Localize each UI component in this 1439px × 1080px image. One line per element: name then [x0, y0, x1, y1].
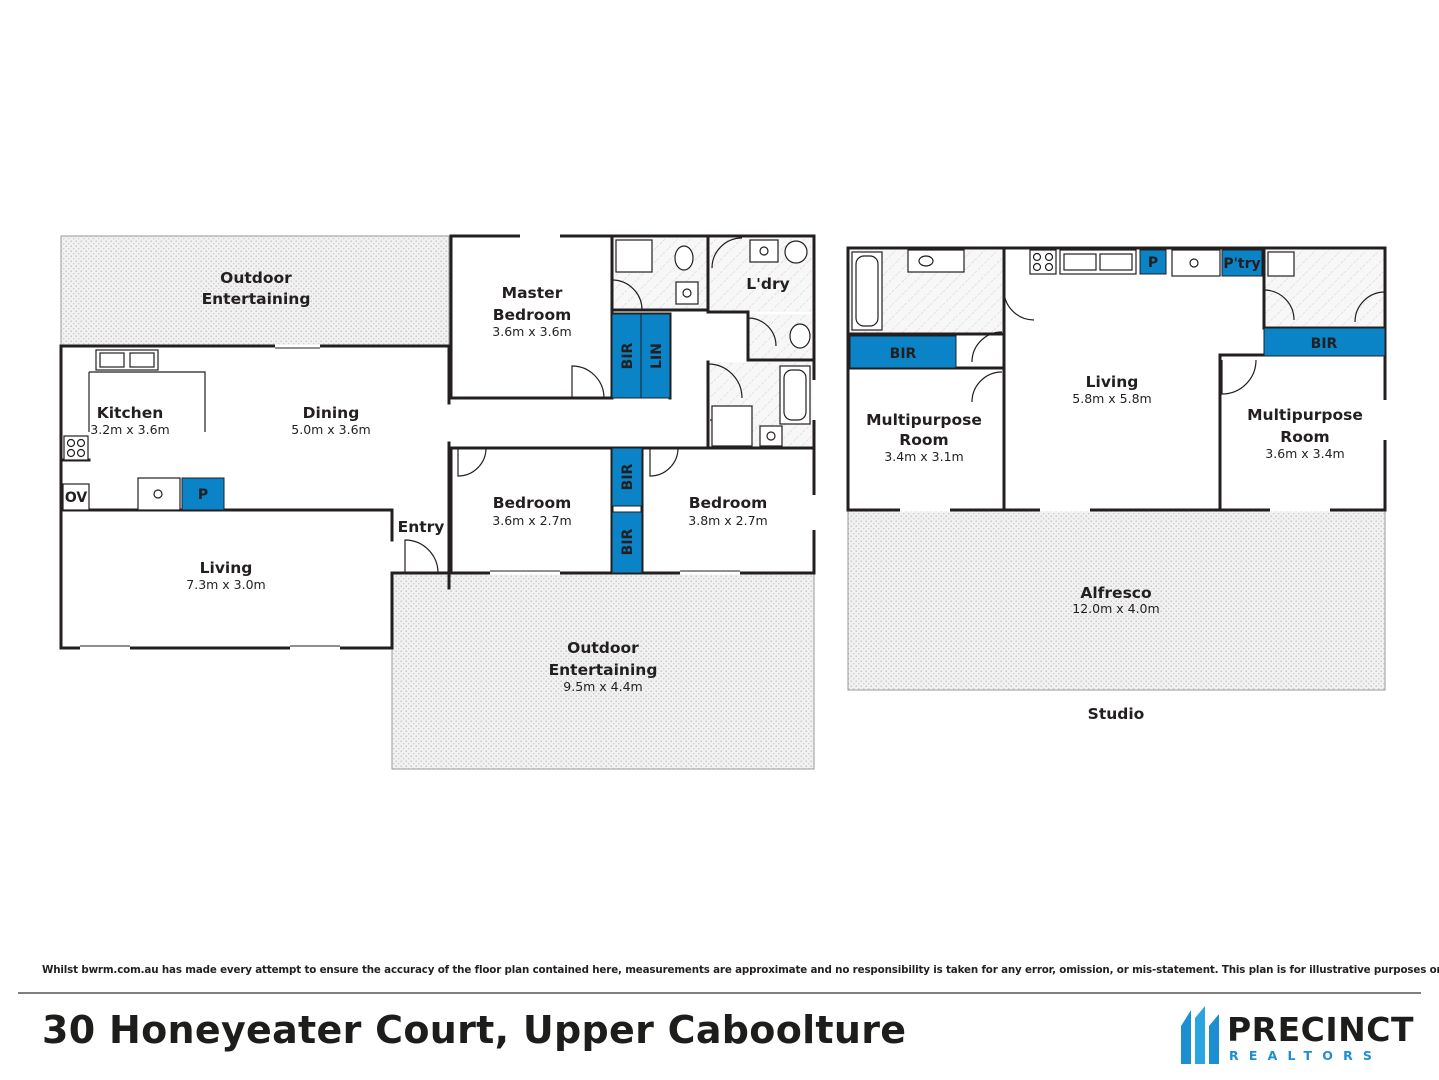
outdoor-top-label-2: Entertaining — [202, 290, 311, 308]
alfresco-label: Alfresco — [1080, 584, 1151, 602]
bir-bed2-tag: BIR — [620, 463, 636, 490]
master-bedroom-dim: 3.6m x 3.6m — [492, 324, 571, 339]
disclaimer-site: bwrm.com.au — [81, 964, 159, 976]
living-dim: 7.3m x 3.0m — [186, 577, 265, 592]
studio-pantry-room-tag: P'try — [1223, 256, 1260, 272]
shower — [711, 405, 753, 447]
oven-tag: OV — [65, 490, 88, 506]
dining-dim: 5.0m x 3.6m — [291, 422, 370, 437]
laundry-label: L'dry — [746, 275, 789, 293]
studio-bir-right — [1263, 327, 1386, 357]
master-bedroom-label-1: Master — [502, 284, 563, 302]
multipurpose-left-dim: 3.4m x 3.1m — [884, 449, 963, 464]
entry-label: Entry — [398, 518, 445, 536]
studio-bir-left — [849, 335, 957, 369]
outdoor-top-label-1: Outdoor — [220, 269, 292, 287]
studio-pantry-tag: P — [1148, 255, 1158, 271]
logo-subtitle: REALTORS — [1229, 1048, 1383, 1063]
bedroom-2-dim: 3.6m x 2.7m — [492, 513, 571, 528]
outdoor-entertaining-bottom-deck — [391, 572, 815, 770]
oven — [62, 483, 90, 511]
washer — [784, 240, 808, 264]
studio-pantry-room — [1221, 249, 1263, 277]
bir-bed3-tag: BIR — [620, 528, 636, 555]
multipurpose-right-label-2: Room — [1280, 428, 1329, 446]
logo-wordmark: PRECINCT — [1227, 1010, 1414, 1049]
studio-living-dim: 5.8m x 5.8m — [1072, 391, 1151, 406]
alfresco-dim: 12.0m x 4.0m — [1072, 601, 1159, 616]
footer-divider — [18, 992, 1421, 994]
bir-bedroom-3 — [611, 511, 643, 574]
bir-master-tag: BIR — [620, 342, 636, 369]
studio-living-label: Living — [1086, 373, 1139, 391]
outdoor-entertaining-top-deck — [60, 235, 450, 347]
studio-bath-right-vanity — [1267, 251, 1295, 277]
main-house: Outdoor Entertaining Master Bedroom 3.6m… — [59, 234, 816, 770]
multipurpose-right-label-1: Multipurpose — [1247, 406, 1363, 424]
kitchen-dim: 3.2m x 3.6m — [90, 422, 169, 437]
studio-bir-left-tag: BIR — [890, 346, 917, 362]
property-address: 30 Honeyeater Court, Upper Caboolture — [42, 1008, 907, 1052]
multipurpose-left-label-1: Multipurpose — [866, 411, 982, 429]
bedroom-3-dim: 3.8m x 2.7m — [688, 513, 767, 528]
studio-cooktop — [1029, 249, 1057, 275]
bir-master — [611, 313, 642, 399]
bir-bedroom-2 — [611, 447, 643, 507]
studio-pantry — [1139, 249, 1167, 275]
studio-bir-right-tag: BIR — [1311, 336, 1338, 352]
island-sink — [137, 477, 181, 511]
multipurpose-left-label-2: Room — [899, 431, 948, 449]
pantry — [181, 477, 225, 511]
ensuite-toilet — [674, 245, 694, 271]
toilet — [789, 323, 811, 349]
multipurpose-right-dim: 3.6m x 3.4m — [1265, 446, 1344, 461]
precinct-logo-icon — [1181, 1006, 1219, 1064]
outdoor-bottom-label-1: Outdoor — [567, 639, 639, 657]
alfresco-deck — [847, 509, 1386, 691]
disclaimer-pre: Whilst — [42, 964, 82, 976]
studio-vanity — [907, 249, 965, 273]
dining-label: Dining — [303, 404, 360, 422]
bedroom-2-label: Bedroom — [493, 494, 572, 512]
studio: BIR BIR P P'try Living 5.8m x 5.8m Multi… — [846, 246, 1387, 723]
studio-title: Studio — [1088, 705, 1145, 723]
master-bedroom-label-2: Bedroom — [493, 306, 572, 324]
lin-tag: LIN — [649, 343, 665, 369]
linen-cupboard — [640, 313, 671, 399]
pantry-tag: P — [198, 487, 208, 503]
outdoor-bottom-label-2: Entertaining — [549, 661, 658, 679]
disclaimer-post: has made every attempt to ensure the acc… — [158, 964, 1439, 976]
precinct-logo: PRECINCT REALTORS — [1175, 1004, 1415, 1070]
bedroom-3-label: Bedroom — [689, 494, 768, 512]
ensuite-shower — [615, 239, 653, 273]
outdoor-bottom-dim: 9.5m x 4.4m — [563, 679, 642, 694]
living-label: Living — [200, 559, 253, 577]
kitchen-label: Kitchen — [97, 404, 164, 422]
cooktop — [63, 435, 89, 461]
disclaimer: Whilst bwrm.com.au has made every attemp… — [42, 964, 1439, 976]
